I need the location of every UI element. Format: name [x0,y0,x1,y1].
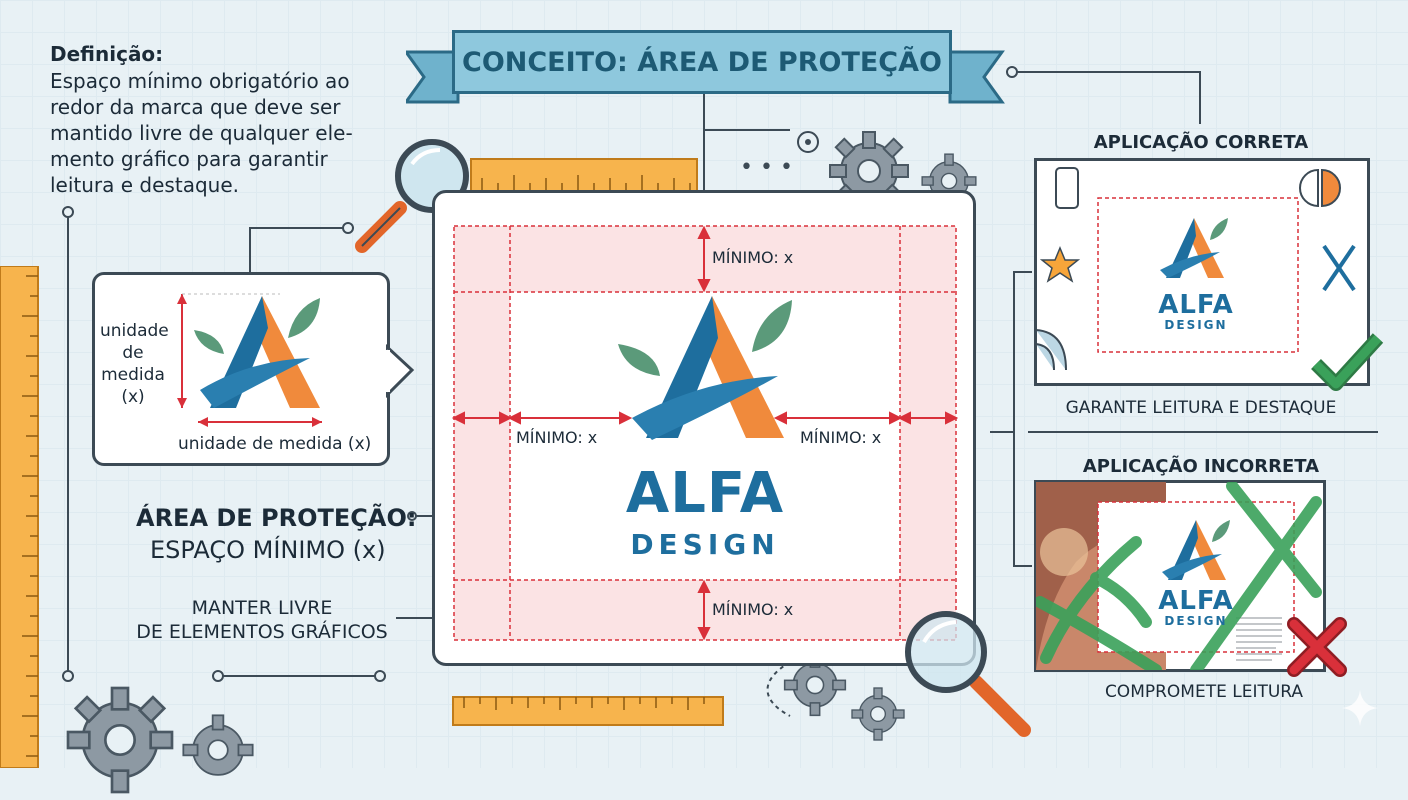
unit-horizontal-label: unidade de medida (x) [178,434,372,454]
correct-logo-word1: ALFA [1158,290,1234,320]
incorrect-logo-word1: ALFA [1158,586,1234,616]
banner-title: CONCEITO: ÁREA DE PROTEÇÃO [452,30,952,94]
ruler-icon [0,266,39,768]
unit-vertical-label: unidade de medida (x) [100,321,169,407]
gear-icon [851,687,905,741]
protection-zone-diagram [452,225,958,641]
area-title: ÁREA DE PROTEÇÃO: [136,504,417,532]
area-subtitle: ESPAÇO MÍNIMO (x) [150,536,386,564]
incorrect-title: APLICAÇÃO INCORRETA [1082,456,1320,477]
gear-icon [66,686,174,794]
incorrect-caption: COMPROMETE LEITURA [1104,682,1304,702]
min-right-label: MÍNIMO: x [800,428,882,447]
sparkle-icon [1342,690,1378,726]
speech-pointer [386,344,415,399]
checkmark-icon [1311,333,1384,391]
main-logo-word1: ALFA [625,461,785,526]
correct-title: APLICAÇÃO CORRETA [1093,132,1309,153]
keep-free-label: MANTER LIVRE DE ELEMENTOS GRÁFICOS [136,597,388,643]
banner-ribbon [406,50,1005,104]
ruler-icon [470,158,698,192]
incorrect-panel-art [1036,482,1322,670]
min-left-label: MÍNIMO: x [516,428,598,447]
correct-panel-art [1036,167,1356,371]
correct-caption: GARANTE LEITURA E DESTAQUE [1065,398,1337,418]
logo-symbol [177,293,322,427]
magnifier-icon [905,611,1031,737]
svg-text:• • •: • • • [740,155,793,180]
min-top-label: MÍNIMO: x [712,248,794,267]
gear-icon [182,714,254,776]
ruler-icon [452,696,724,726]
definition-title: Definição: [50,42,164,66]
main-logo-word2: DESIGN [630,528,780,561]
definition-text: Espaço mínimo obrigatório ao redor da ma… [50,69,353,197]
cross-icon [1287,617,1347,677]
incorrect-logo-word2: DESIGN [1164,614,1228,628]
correct-logo-word2: DESIGN [1164,318,1228,332]
min-bottom-label: MÍNIMO: x [712,600,794,619]
